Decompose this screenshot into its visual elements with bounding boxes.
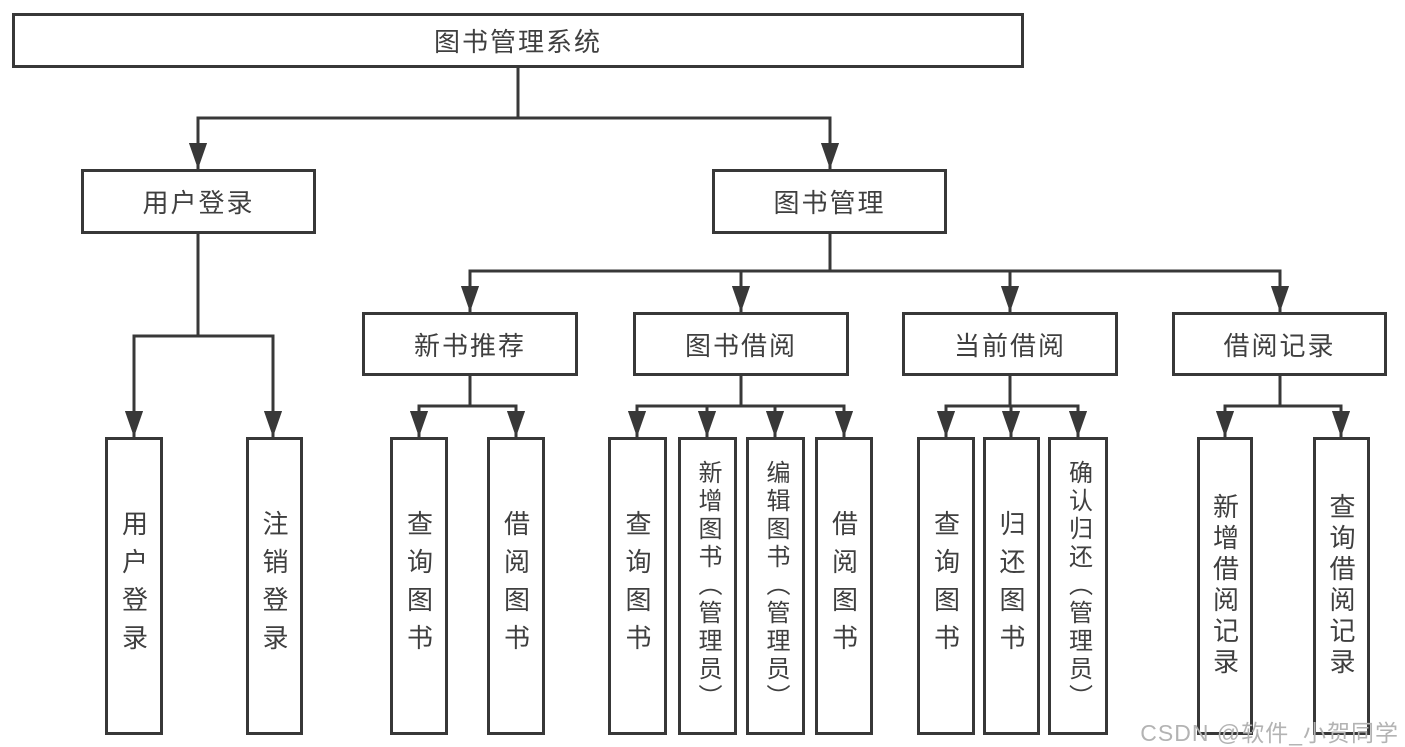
node-book-management-label: 图书管理 (773, 188, 886, 218)
node-book-borrowing: 图书借阅 (633, 312, 849, 376)
node-leaf-current-return-books-label: 归还图书 (996, 510, 1026, 662)
node-leaf-recommend-borrow-books-label: 借阅图书 (500, 510, 531, 662)
node-leaf-current-return-books: 归还图书 (983, 437, 1040, 735)
node-leaf-borrowing-query-books: 查询图书 (608, 437, 667, 735)
node-leaf-recommend-query-books-label: 查询图书 (403, 510, 434, 662)
node-current-borrowing: 当前借阅 (902, 312, 1118, 376)
node-leaf-user-login-label: 用户登录 (118, 510, 149, 662)
node-leaf-user-login: 用户登录 (105, 437, 163, 735)
node-leaf-records-query-record-label: 查询借阅记录 (1326, 493, 1356, 679)
node-leaf-logout: 注销登录 (246, 437, 303, 735)
node-new-book-recommend-label: 新书推荐 (413, 330, 526, 361)
node-user-login-group-label: 用户登录 (142, 188, 255, 218)
node-leaf-borrowing-add-books-label: 新增图书（管理员） (694, 460, 721, 712)
node-leaf-borrowing-borrow-books-label: 借阅图书 (828, 510, 859, 662)
node-root: 图书管理系统 (12, 13, 1024, 68)
node-leaf-borrowing-add-books: 新增图书（管理员） (678, 437, 737, 735)
node-book-borrowing-label: 图书借阅 (684, 330, 797, 361)
node-leaf-borrowing-edit-books-label: 编辑图书（管理员） (762, 460, 789, 712)
node-leaf-logout-label: 注销登录 (259, 510, 289, 662)
node-user-login-group: 用户登录 (81, 169, 316, 234)
node-leaf-recommend-query-books: 查询图书 (390, 437, 448, 735)
node-borrowing-records-label: 借阅记录 (1223, 330, 1336, 361)
node-root-label: 图书管理系统 (433, 27, 602, 57)
node-leaf-borrowing-borrow-books: 借阅图书 (815, 437, 873, 735)
node-leaf-current-confirm-return-label: 确认归还（管理员） (1064, 460, 1092, 712)
node-leaf-records-add-record-label: 新增借阅记录 (1209, 493, 1240, 679)
node-borrowing-records: 借阅记录 (1172, 312, 1387, 376)
node-leaf-records-query-record: 查询借阅记录 (1313, 437, 1370, 735)
node-leaf-current-confirm-return: 确认归还（管理员） (1048, 437, 1108, 735)
node-leaf-borrowing-query-books-label: 查询图书 (622, 510, 652, 662)
node-leaf-current-query-books-label: 查询图书 (930, 510, 961, 662)
node-new-book-recommend: 新书推荐 (362, 312, 578, 376)
node-leaf-current-query-books: 查询图书 (917, 437, 975, 735)
node-book-management: 图书管理 (712, 169, 947, 234)
node-current-borrowing-label: 当前借阅 (953, 330, 1066, 361)
csdn-watermark: CSDN @软件_小贺同学 (1140, 720, 1399, 746)
node-leaf-borrowing-edit-books: 编辑图书（管理员） (746, 437, 805, 735)
node-leaf-records-add-record: 新增借阅记录 (1197, 437, 1253, 735)
node-leaf-recommend-borrow-books: 借阅图书 (487, 437, 545, 735)
